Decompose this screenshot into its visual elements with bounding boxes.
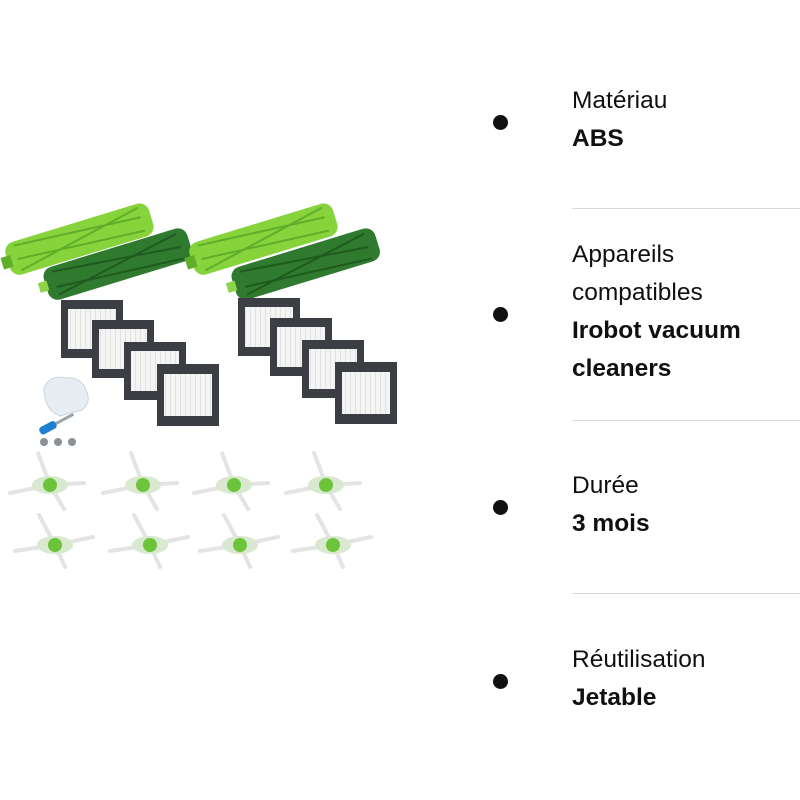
filter-4 xyxy=(157,364,219,426)
spec-value: ABS xyxy=(572,125,624,152)
roller-light-green-2 xyxy=(184,203,338,275)
divider xyxy=(572,208,800,209)
product-image xyxy=(0,190,420,580)
side-brush-7 xyxy=(198,513,280,569)
bullet-icon xyxy=(493,674,508,689)
bullet-icon xyxy=(493,307,508,322)
spec-value: Irobot vacuum xyxy=(572,317,741,344)
bullet-icon xyxy=(493,500,508,515)
roller-dark-green-2 xyxy=(225,228,380,300)
glove-icon xyxy=(43,376,89,417)
screws-icon xyxy=(40,438,76,446)
bullet-icon xyxy=(493,115,508,130)
roller-dark-green-1 xyxy=(37,228,192,300)
spec-label: compatibles xyxy=(572,279,703,306)
spec-list: Matériau ABS Appareils compatibles Irobo… xyxy=(490,0,800,800)
divider xyxy=(572,593,800,594)
spec-value: 3 mois xyxy=(572,510,650,537)
side-brush-8 xyxy=(291,513,373,569)
side-brush-3 xyxy=(192,451,270,511)
side-brush-5 xyxy=(13,513,95,569)
spec-label: Appareils xyxy=(572,241,675,268)
spec-value: Jetable xyxy=(572,684,657,711)
spec-label: Durée xyxy=(572,472,639,499)
divider xyxy=(572,420,800,421)
roller-light-green-1 xyxy=(0,203,154,275)
filter-8 xyxy=(335,362,397,424)
screwdriver-icon xyxy=(39,412,75,435)
side-brush-6 xyxy=(108,513,190,569)
spec-value: cleaners xyxy=(572,355,672,382)
spec-label: Réutilisation xyxy=(572,646,706,673)
spec-label: Matériau xyxy=(572,87,668,114)
side-brush-2 xyxy=(101,451,179,511)
side-brush-4 xyxy=(284,451,362,511)
side-brush-1 xyxy=(8,451,86,511)
